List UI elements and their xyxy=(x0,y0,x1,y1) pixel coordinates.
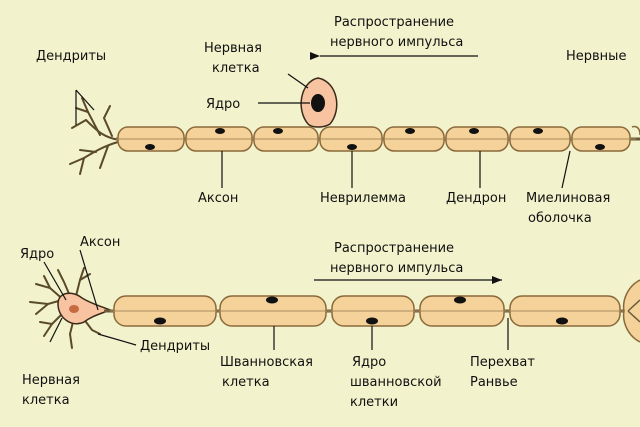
top-neuron xyxy=(69,52,640,189)
top-label-nucleus: Ядро xyxy=(206,97,240,112)
bottom-label-dendrites: Дендриты xyxy=(140,339,210,354)
top-label-dendrites: Дендриты xyxy=(36,49,106,64)
top-label-myelin-2: оболочка xyxy=(528,211,592,226)
bottom-label-nerve-cell-1: Нервная xyxy=(22,373,80,388)
top-label-neurilemma: Неврилемма xyxy=(320,191,406,206)
top-label-nerve-cell-2: клетка xyxy=(212,61,260,76)
top-label-myelin-1: Миелиновая xyxy=(526,191,610,206)
top-dendrites-shape xyxy=(69,97,121,175)
bottom-label-ranvier-2: Ранвье xyxy=(470,375,518,390)
top-label-propagation-1: Распространение xyxy=(334,15,454,30)
bottom-label-propagation-2: нервного импульса xyxy=(330,261,463,276)
bottom-cell-body xyxy=(57,292,113,325)
bottom-label-axon: Аксон xyxy=(80,235,120,250)
bottom-neuron xyxy=(29,249,640,350)
bottom-schwann-nuclei xyxy=(154,296,568,325)
bottom-label-ranvier-1: Перехват xyxy=(470,355,535,370)
bottom-label-nerve-cell-2: клетка xyxy=(22,393,70,408)
top-label-propagation-2: нервного импульса xyxy=(330,35,463,50)
bottom-label-nucleus: Ядро xyxy=(20,247,54,262)
top-label-dendron: Дендрон xyxy=(446,191,506,206)
top-label-nerve-endings: Нервные xyxy=(566,49,626,64)
bottom-label-propagation-1: Распространение xyxy=(334,241,454,256)
top-cell-nucleus xyxy=(311,94,325,112)
top-label-axon: Аксон xyxy=(198,191,238,206)
top-label-nerve-cell-1: Нервная xyxy=(204,41,262,56)
bottom-label-schwann-2: клетка xyxy=(222,375,270,390)
bottom-label-schwann-nucleus-2: шванновской xyxy=(350,375,442,390)
bottom-label-schwann-nucleus-3: клетки xyxy=(350,395,398,410)
bottom-label-schwann-nucleus-1: Ядро xyxy=(352,355,386,370)
bottom-label-schwann-1: Шванновская xyxy=(220,355,313,370)
top-schwann-nuclei xyxy=(145,128,605,150)
bottom-cell-nucleus xyxy=(69,305,79,313)
